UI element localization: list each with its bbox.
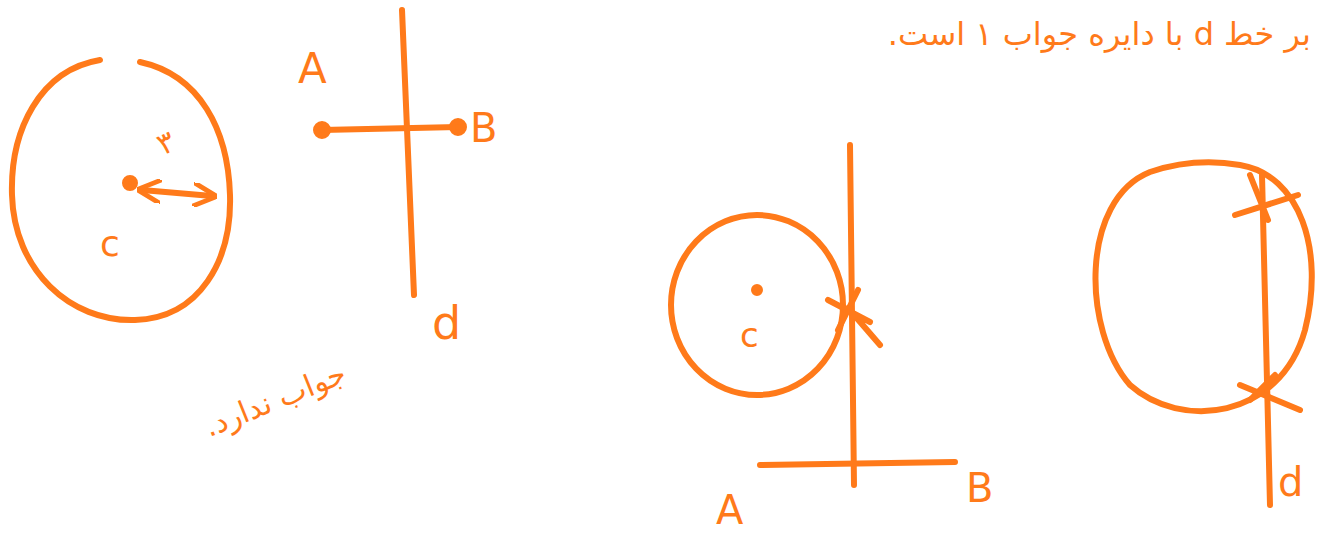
circle bbox=[12, 60, 230, 320]
point-label: B bbox=[966, 468, 993, 508]
intersection-mark bbox=[1240, 375, 1300, 410]
note: بر خط d با دایره جواب ۱ است. bbox=[888, 18, 1311, 50]
circle bbox=[1095, 162, 1311, 411]
intersection-mark bbox=[828, 290, 880, 345]
line-d bbox=[1262, 175, 1270, 505]
point-label: B bbox=[470, 108, 497, 148]
point-label: A bbox=[716, 490, 743, 530]
center-dot bbox=[754, 287, 760, 293]
point bbox=[316, 124, 328, 136]
segment bbox=[760, 462, 955, 465]
point bbox=[452, 121, 464, 133]
center-dot bbox=[125, 178, 135, 188]
center-label: c bbox=[740, 318, 759, 352]
line-label: d bbox=[432, 300, 461, 346]
center-label: c bbox=[100, 226, 120, 262]
line-label: d bbox=[1278, 462, 1303, 502]
point-label: A bbox=[298, 48, 327, 90]
radius-arrow bbox=[142, 190, 212, 196]
circle bbox=[671, 215, 843, 395]
intersection-mark bbox=[1235, 175, 1298, 220]
line-d bbox=[402, 10, 414, 295]
radius-label: ۳ bbox=[152, 126, 179, 160]
segment bbox=[322, 127, 458, 130]
note: جواب ندارد. bbox=[200, 358, 350, 442]
